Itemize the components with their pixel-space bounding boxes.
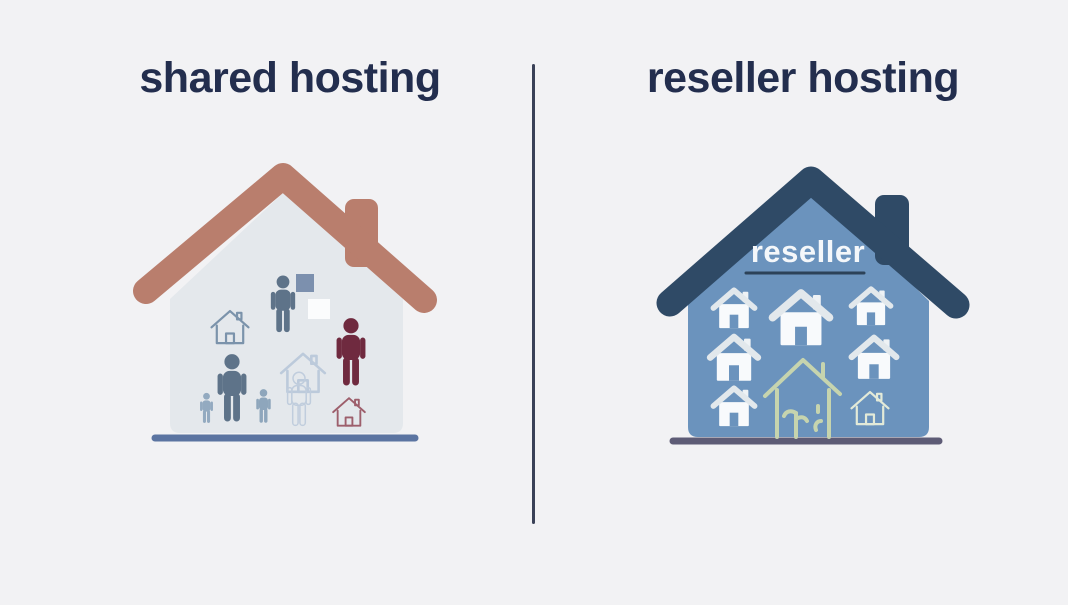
reseller-house-label: reseller xyxy=(751,234,865,269)
left-title: shared hosting xyxy=(139,54,441,102)
square-icon xyxy=(296,274,314,292)
right-roof xyxy=(656,166,970,319)
right-title: reseller hosting xyxy=(646,54,960,102)
square-icon xyxy=(308,299,330,319)
house-outline-icon xyxy=(763,358,842,439)
divider-line xyxy=(532,64,535,524)
shared-hosting-illustration xyxy=(133,163,437,442)
reseller-hosting-illustration: reseller xyxy=(656,166,970,445)
left-roof xyxy=(133,163,437,313)
